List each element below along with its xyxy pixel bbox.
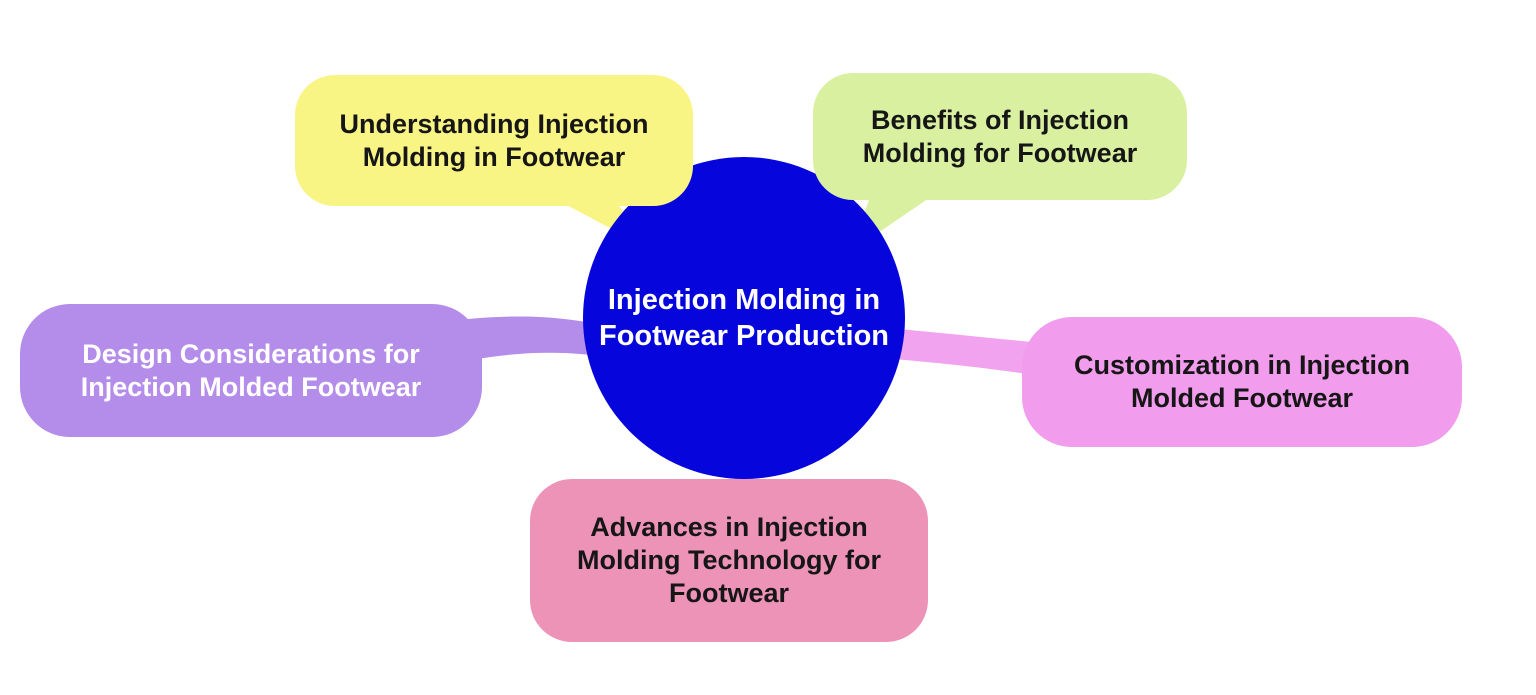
center-node-circle[interactable] [583, 157, 905, 479]
node-customization[interactable]: Customization in Injection Molded Footwe… [1022, 317, 1462, 447]
node-advances[interactable]: Advances in Injection Molding Technology… [530, 479, 928, 642]
center-label-text: Injection Molding in Footwear Production [599, 283, 889, 352]
connector-design [450, 316, 625, 364]
node-customization-label: Customization in Injection Molded Footwe… [1074, 350, 1410, 413]
node-center-label[interactable]: Injection Molding in Footwear Production [594, 262, 894, 374]
node-understanding[interactable]: Understanding Injection Molding in Footw… [295, 75, 693, 206]
node-understanding-label: Understanding Injection Molding in Footw… [339, 108, 649, 172]
node-advances-label: Advances in Injection Molding Technology… [577, 512, 881, 608]
node-design-label: Design Considerations for Injection Mold… [80, 338, 422, 402]
node-design[interactable]: Design Considerations for Injection Mold… [20, 304, 482, 437]
connector-customization [865, 326, 1042, 376]
node-benefits-label: Benefits of Injection Molding for Footwe… [862, 104, 1138, 168]
node-benefits[interactable]: Benefits of Injection Molding for Footwe… [813, 73, 1187, 200]
